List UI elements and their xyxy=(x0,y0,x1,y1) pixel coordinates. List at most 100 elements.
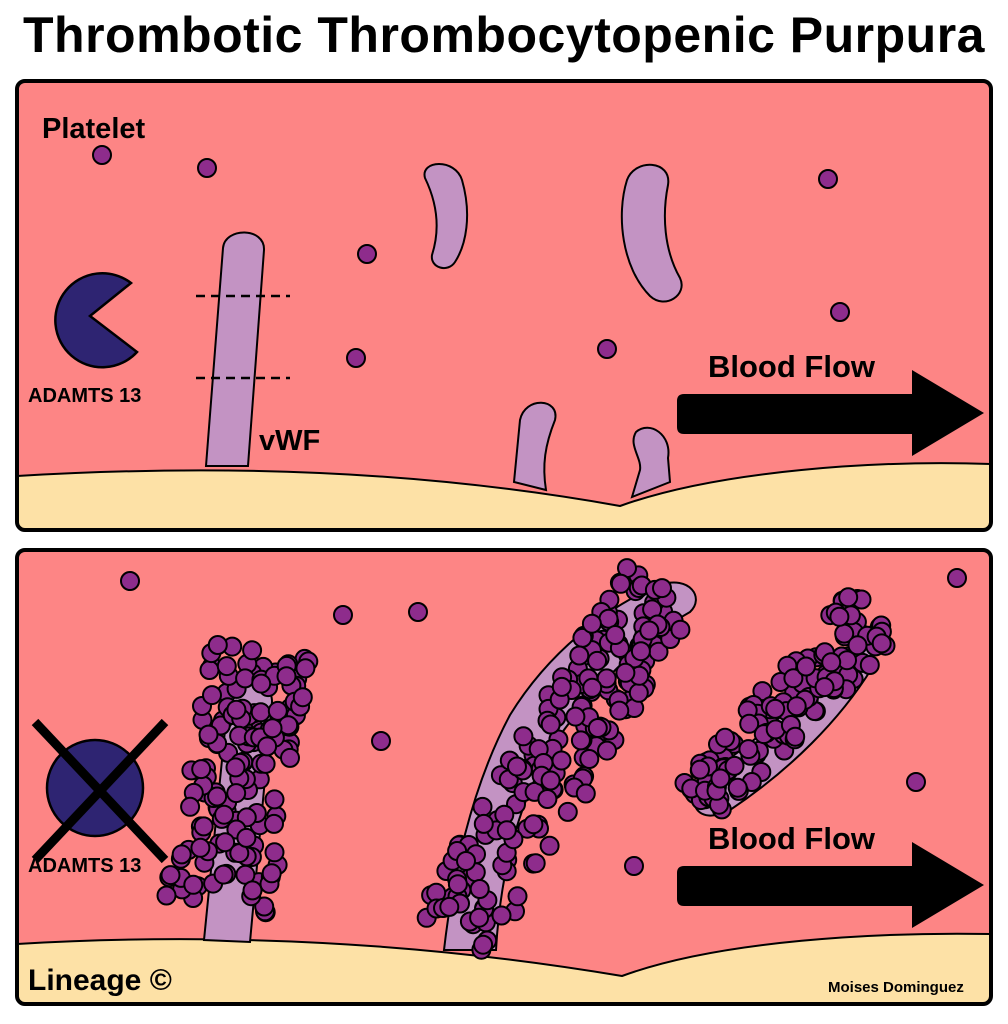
platelet xyxy=(202,685,222,706)
vwf-stump xyxy=(512,401,557,492)
platelet xyxy=(120,571,140,591)
platelet xyxy=(838,587,859,608)
platelet xyxy=(847,635,868,656)
platelet xyxy=(597,339,617,359)
platelet xyxy=(513,726,534,747)
platelet-aggregate xyxy=(416,558,691,960)
platelet xyxy=(180,796,201,817)
platelet xyxy=(540,770,561,791)
platelet xyxy=(439,896,460,917)
platelet xyxy=(242,640,263,661)
platelet xyxy=(264,842,285,863)
platelet xyxy=(333,605,353,625)
platelet xyxy=(525,853,546,874)
platelet xyxy=(639,620,660,641)
platelet-aggregate xyxy=(674,587,896,820)
platelet xyxy=(598,608,619,629)
platelet xyxy=(292,687,313,708)
platelet xyxy=(821,652,842,673)
vwf-label: vWF xyxy=(259,425,320,457)
platelet xyxy=(582,677,603,698)
platelet xyxy=(469,907,490,928)
vwf-fragment xyxy=(620,163,683,303)
platelet xyxy=(190,837,211,858)
platelet xyxy=(408,602,428,622)
platelet xyxy=(473,934,494,955)
platelet xyxy=(628,682,649,703)
platelet xyxy=(198,724,219,745)
platelet xyxy=(581,613,602,634)
blood-flow-arrow-icon xyxy=(677,842,984,928)
platelet xyxy=(447,874,468,895)
platelet xyxy=(473,813,494,834)
platelet xyxy=(715,727,735,748)
platelet xyxy=(226,783,247,804)
platelet xyxy=(738,739,759,760)
platelet xyxy=(829,606,850,627)
platelet xyxy=(871,633,892,654)
top-panel-border xyxy=(15,79,993,532)
platelet xyxy=(261,863,282,884)
platelet xyxy=(346,348,366,368)
platelet xyxy=(371,731,391,751)
platelet xyxy=(491,905,512,926)
platelet xyxy=(575,783,596,804)
vessel-lumen xyxy=(17,81,991,530)
platelet xyxy=(610,573,631,594)
platelet xyxy=(587,650,608,671)
platelet xyxy=(785,726,806,747)
platelet xyxy=(710,768,731,789)
adamts13-enzyme-icon xyxy=(54,272,139,369)
platelet xyxy=(251,673,272,694)
platelet xyxy=(765,698,786,719)
platelet xyxy=(947,568,967,588)
platelet xyxy=(551,676,572,697)
platelet xyxy=(236,827,257,848)
platelet xyxy=(193,816,214,837)
platelet xyxy=(171,844,192,865)
platelet xyxy=(739,713,760,734)
platelet xyxy=(624,856,644,876)
platelet xyxy=(830,302,850,322)
platelet xyxy=(191,759,212,780)
platelet xyxy=(814,677,835,698)
platelet xyxy=(207,635,228,655)
platelet xyxy=(280,747,300,768)
platelet xyxy=(496,820,517,841)
platelet xyxy=(255,753,276,774)
platelet xyxy=(596,668,617,689)
platelet xyxy=(225,757,246,778)
platelet xyxy=(565,706,586,727)
platelet-aggregate xyxy=(156,635,319,923)
platelet xyxy=(357,244,377,264)
platelet xyxy=(570,730,591,751)
platelet xyxy=(92,145,112,165)
platelet xyxy=(197,158,217,178)
platelet xyxy=(652,578,672,599)
platelet xyxy=(295,658,316,679)
platelet-label: Platelet xyxy=(42,113,145,145)
vwf-stump xyxy=(630,426,672,499)
platelet xyxy=(783,668,804,689)
platelet xyxy=(469,879,490,899)
platelet xyxy=(507,756,527,777)
platelet xyxy=(214,804,235,825)
platelet xyxy=(579,749,600,769)
vessel-wall xyxy=(17,932,991,1004)
platelet xyxy=(264,789,285,810)
platelet xyxy=(160,865,181,886)
platelet xyxy=(207,786,228,807)
platelet xyxy=(523,814,544,835)
platelet xyxy=(507,886,528,907)
platelet xyxy=(183,874,204,895)
platelet xyxy=(615,662,636,683)
platelet xyxy=(215,832,236,853)
platelet xyxy=(472,796,493,817)
platelet xyxy=(242,880,263,901)
platelet xyxy=(752,681,773,702)
adamts13-label: ADAMTS 13 xyxy=(28,855,141,877)
author-label: Moises Dominguez xyxy=(828,979,964,996)
top-panel: Platelet ADAMTS 13 vWF Blood Flow xyxy=(15,79,993,532)
platelet xyxy=(597,740,617,761)
